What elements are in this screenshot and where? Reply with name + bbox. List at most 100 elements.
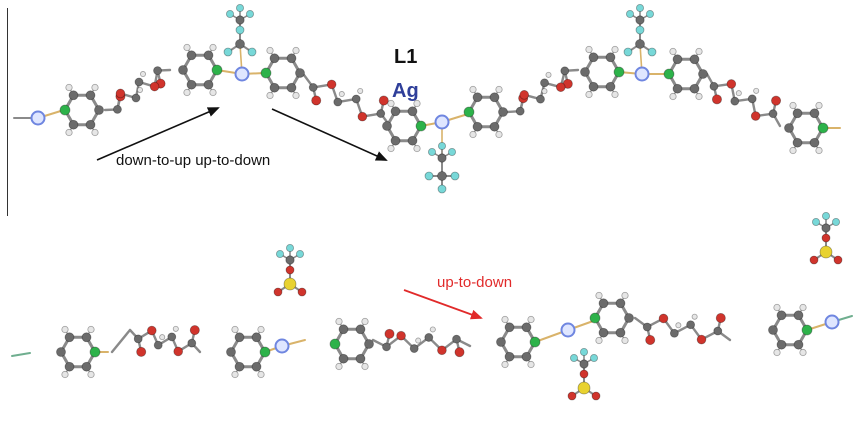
nitrogen-atom — [89, 346, 101, 358]
hydrogen-atom — [789, 101, 797, 110]
ligand-label: L1 — [394, 46, 418, 68]
hydrogen-atom — [338, 91, 345, 98]
carbon-atom — [521, 351, 532, 362]
hydrogen-atom — [585, 45, 593, 54]
hydrogen-atom — [621, 291, 629, 300]
oxygen-atom — [136, 346, 147, 357]
hydrogen-atom — [209, 43, 217, 52]
fluorine-atom — [427, 147, 436, 156]
atom-layer — [30, 4, 843, 401]
arrow-up-to-down — [271, 108, 388, 161]
bond — [110, 328, 132, 354]
carbon-atom — [285, 255, 295, 265]
carbon-atom — [226, 347, 236, 357]
fluorine-atom — [424, 171, 434, 181]
carbon-atom — [809, 108, 820, 119]
oxygen-atom — [726, 79, 737, 89]
nitrogen-atom — [589, 312, 601, 324]
carbon-atom — [269, 82, 280, 93]
bond — [11, 352, 31, 357]
carbon-atom — [390, 106, 401, 117]
carbon-atom — [81, 332, 92, 343]
carbon-atom — [821, 223, 831, 233]
fluorine-atom — [590, 353, 599, 362]
carbon-atom — [286, 82, 297, 93]
carbon-atom — [605, 81, 616, 92]
fluorine-atom — [225, 9, 234, 18]
carbon-atom — [134, 77, 144, 87]
hydrogen-atom — [773, 348, 781, 357]
carbon-atom — [689, 54, 700, 65]
carbon-atom — [424, 333, 434, 342]
carbon-atom — [536, 94, 545, 104]
carbon-atom — [85, 119, 96, 130]
hydrogen-atom — [335, 317, 343, 326]
nitrogen-atom — [817, 122, 829, 134]
hydrogen-atom — [361, 317, 369, 326]
hydrogen-atom — [585, 90, 593, 99]
carbon-atom — [437, 171, 447, 181]
silver-atom — [434, 114, 450, 130]
carbon-atom — [615, 298, 626, 309]
carbon-atom — [635, 15, 645, 25]
carbon-atom — [686, 320, 696, 330]
silver-atom — [634, 66, 650, 82]
carbon-atom — [407, 106, 418, 117]
hydrogen-atom — [545, 71, 552, 78]
oxygen-atom — [658, 313, 669, 324]
carbon-atom — [580, 67, 590, 77]
hydrogen-atom — [789, 146, 797, 155]
carbon-atom — [355, 353, 366, 364]
hydrogen-atom — [257, 370, 265, 379]
hydrogen-atom — [611, 90, 619, 99]
nitrogen-atom — [463, 106, 475, 118]
fluorine-atom — [623, 47, 633, 57]
fluorine-atom — [822, 211, 831, 220]
hydrogen-atom — [231, 370, 239, 379]
carbon-atom — [504, 322, 515, 333]
hydrogen-atom — [257, 325, 265, 334]
nitrogen-atom — [663, 68, 675, 80]
silver-atom — [234, 66, 250, 82]
fluorine-atom — [437, 184, 447, 194]
fluorine-atom — [275, 249, 284, 258]
oxygen-atom — [519, 90, 530, 100]
carbon-atom — [133, 334, 143, 344]
carbon-atom — [504, 351, 515, 362]
oxygen-atom — [645, 334, 656, 345]
nitrogen-atom — [529, 336, 541, 348]
carbon-atom — [81, 361, 92, 372]
hydrogen-atom — [527, 360, 535, 369]
hydrogen-atom — [773, 303, 781, 312]
carbon-atom — [793, 310, 804, 321]
oxygen-atom — [149, 81, 160, 92]
carbon-atom — [560, 66, 570, 76]
arrow-layer — [96, 107, 483, 320]
carbon-atom — [452, 334, 461, 344]
fluorine-atom — [646, 9, 655, 18]
hydrogen-atom — [735, 90, 742, 97]
sulfur-atom — [283, 277, 297, 291]
hydrogen-atom — [335, 362, 343, 371]
carbon-atom — [521, 322, 532, 333]
carbon-atom — [409, 344, 419, 353]
fluorine-atom — [580, 347, 589, 356]
hydrogen-atom — [87, 370, 95, 379]
nitrogen-atom — [801, 324, 813, 336]
carbon-atom — [94, 105, 104, 115]
carbon-atom — [598, 298, 609, 309]
oxygen-atom — [555, 82, 566, 92]
carbon-atom — [355, 324, 366, 335]
nitrogen-atom — [260, 67, 272, 79]
carbon-atom — [809, 137, 820, 148]
fluorine-atom — [636, 4, 645, 12]
oxygen-atom — [396, 330, 406, 341]
carbon-atom — [308, 83, 318, 92]
silver-atom — [30, 110, 46, 126]
fluorine-atom — [450, 171, 460, 181]
silver-atom — [274, 338, 290, 354]
hydrogen-atom — [621, 336, 629, 345]
carbon-atom — [496, 337, 506, 347]
oxygen-atom — [454, 347, 465, 358]
hydrogen-atom — [91, 83, 99, 92]
